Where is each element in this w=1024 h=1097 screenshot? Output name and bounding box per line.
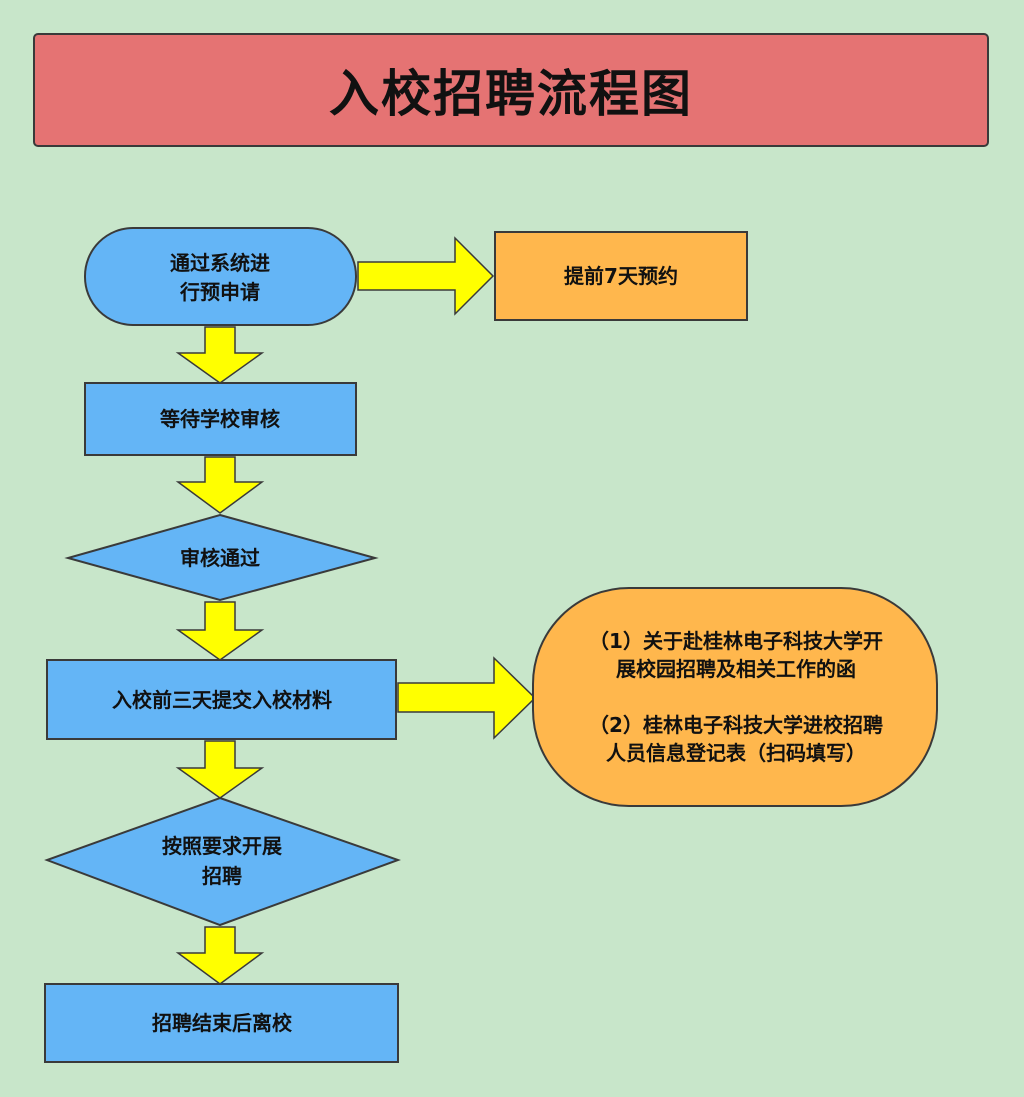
note-materials-shape: [532, 587, 938, 807]
arrow-down-1: [175, 326, 265, 384]
step-finish-text: 招聘结束后离校: [152, 1011, 293, 1035]
note-materials-line1: （1）关于赴桂林电子科技大学开: [589, 629, 883, 653]
step-conduct-line1: 按照要求开展: [162, 834, 282, 858]
step-apply-line1: 通过系统进: [170, 251, 270, 275]
step-finish-shape: [44, 983, 399, 1063]
note-advance-shape: [494, 231, 748, 321]
step-apply-line2: 行预申请: [179, 280, 260, 304]
step-wait-review-text: 等待学校审核: [160, 407, 280, 431]
step-apply-shape: [84, 227, 357, 326]
arrow-down-4: [175, 740, 265, 799]
arrow-right-advance: [357, 236, 495, 316]
step-conduct-line2: 招聘: [202, 864, 242, 888]
step-conduct-shape: [44, 796, 401, 927]
step-submit-materials-text: 入校前三天提交入校材料: [112, 688, 332, 712]
note-advance-text: 提前7天预约: [564, 264, 678, 288]
arrow-down-5: [175, 926, 265, 985]
note-materials-line3: （2）桂林电子科技大学进校招聘: [589, 713, 883, 737]
step-submit-materials-shape: [46, 659, 397, 740]
note-materials-line2: 展校园招聘及相关工作的函: [616, 657, 856, 681]
arrow-right-materials: [397, 656, 537, 740]
page-title: 入校招聘流程图: [329, 65, 693, 123]
step-review-passed-shape: [64, 513, 379, 602]
step-review-passed-text: 审核通过: [180, 546, 260, 570]
title-banner: 入校招聘流程图: [33, 33, 989, 147]
note-materials-line4: 人员信息登记表（扫码填写）: [606, 741, 866, 765]
step-wait-review-shape: [84, 382, 357, 456]
arrow-down-3: [175, 601, 265, 661]
arrow-down-2: [175, 456, 265, 514]
